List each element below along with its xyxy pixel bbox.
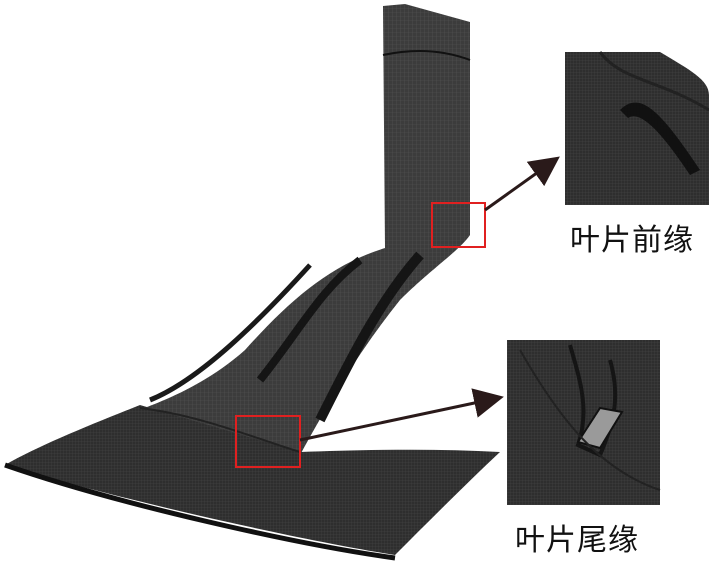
inlet-column xyxy=(383,4,470,252)
leading-edge-highlight xyxy=(431,202,486,248)
leading-edge-label: 叶片前缘 xyxy=(570,223,694,258)
trailing-edge-arrow xyxy=(299,388,504,442)
leading-edge-arrow xyxy=(484,156,560,212)
trailing-edge-inset xyxy=(507,340,661,505)
trailing-edge-label: 叶片尾缘 xyxy=(515,523,639,558)
leading-edge-inset xyxy=(565,51,709,205)
outlet-fan xyxy=(5,405,500,555)
trailing-edge-highlight xyxy=(235,415,301,468)
